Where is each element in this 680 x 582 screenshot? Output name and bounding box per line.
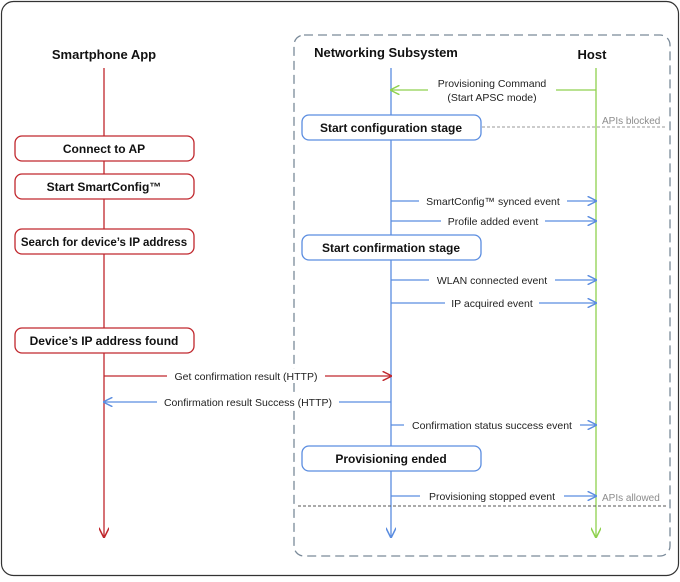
label-ip-acquired: IP acquired event xyxy=(451,298,533,310)
app-step-search-ip: Search for device’s IP address xyxy=(21,237,187,249)
label-smartconfig-synced: SmartConfig™ synced event xyxy=(426,196,560,208)
participant-subsystem: Networking Subsystem xyxy=(314,45,458,60)
apis-allowed-note: APIs allowed xyxy=(602,493,660,504)
participant-host: Host xyxy=(578,47,608,62)
app-step-box-search-ip xyxy=(14,228,195,255)
label-provisioning-command: Provisioning Command xyxy=(438,78,547,90)
stage-configuration: Start configuration stage xyxy=(320,121,462,135)
label-confirmation-status: Confirmation status success event xyxy=(412,420,572,432)
label-bg-get-confirmation xyxy=(167,369,325,383)
label-profile-added: Profile added event xyxy=(448,216,539,228)
app-step-connect-ap: Connect to AP xyxy=(63,142,145,156)
device-region xyxy=(293,34,671,557)
label-bg-wlan-connected xyxy=(429,273,555,287)
stage-box-confirmation xyxy=(301,234,482,261)
stage-provisioning-ended: Provisioning ended xyxy=(335,452,446,466)
app-step-box-start-smartconfig xyxy=(14,173,195,200)
label-wlan-connected: WLAN connected event xyxy=(437,275,547,287)
label-bg-profile-added xyxy=(441,214,545,228)
stage-box-provisioning-ended xyxy=(301,445,482,472)
label-bg-confirmation-status xyxy=(404,418,580,432)
label-confirmation-success: Confirmation result Success (HTTP) xyxy=(164,397,332,409)
label-bg-provisioning-stopped xyxy=(420,489,564,503)
stage-confirmation: Start confirmation stage xyxy=(322,241,460,255)
label-start-apsc: (Start APSC mode) xyxy=(447,92,536,104)
app-step-box-ip-found xyxy=(14,327,195,354)
label-bg-confirmation-success xyxy=(157,395,339,409)
stage-box-configuration xyxy=(301,114,482,141)
label-bg-smartconfig-synced xyxy=(419,194,567,208)
app-step-ip-found: Device’s IP address found xyxy=(30,334,179,348)
participant-app: Smartphone App xyxy=(52,47,156,62)
app-step-start-smartconfig: Start SmartConfig™ xyxy=(47,180,162,194)
label-bg-provisioning-command xyxy=(428,76,556,105)
label-bg-ip-acquired xyxy=(445,296,539,310)
apis-blocked-note: APIs blocked xyxy=(602,116,660,127)
app-step-box-connect-ap xyxy=(14,135,195,162)
label-provisioning-stopped: Provisioning stopped event xyxy=(429,491,555,503)
label-get-confirmation: Get confirmation result (HTTP) xyxy=(175,371,318,383)
